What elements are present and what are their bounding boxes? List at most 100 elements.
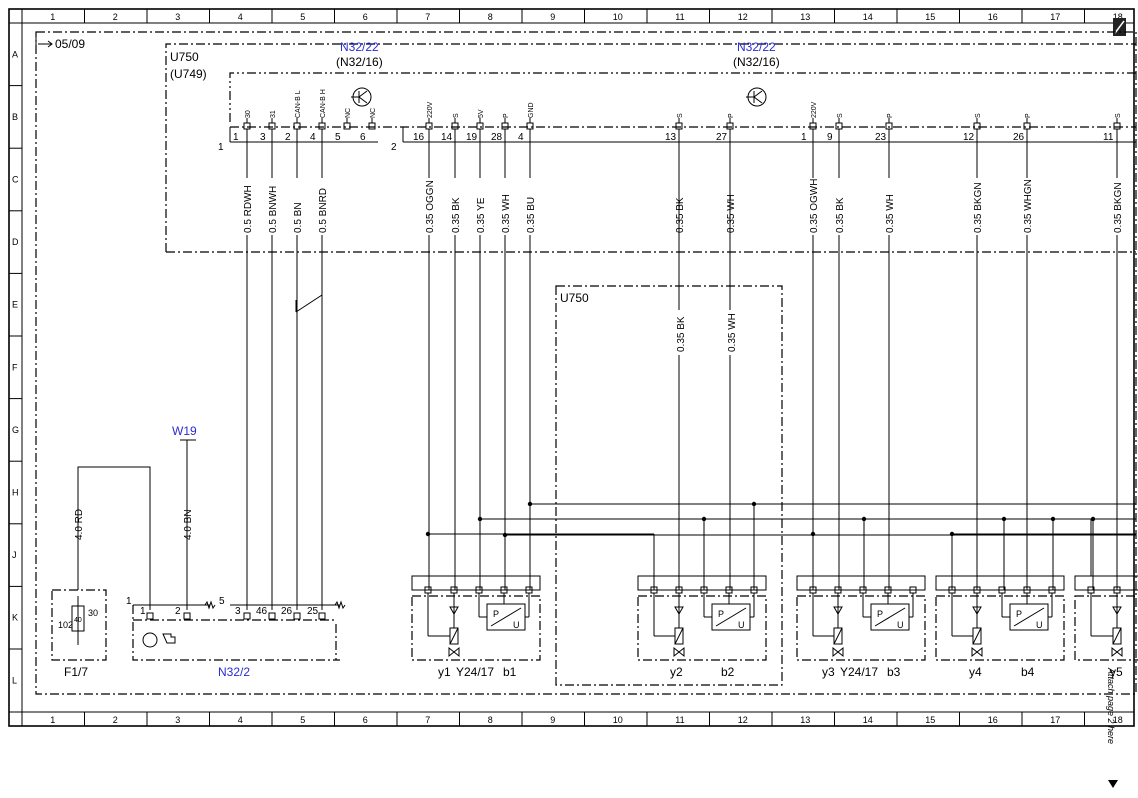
pin-number: 9 <box>827 132 833 143</box>
grid-col-6: 6 <box>363 12 368 22</box>
grid-col-5: 5 <box>300 12 305 22</box>
grid-col-13: 13 <box>800 12 810 22</box>
n32-2-box: 1 5 <box>126 596 346 661</box>
n32-16-left-label: (N32/16) <box>336 55 383 69</box>
svg-text:30: 30 <box>88 608 98 618</box>
pin-number: 19 <box>466 132 478 143</box>
wire-label: 0.35 OGGN <box>425 180 436 233</box>
diagram-frame <box>8 8 1135 727</box>
pin-number: 28 <box>491 132 503 143</box>
wire-label-bk-lower: 0.35 BK <box>676 316 687 352</box>
grid-row-F: F <box>12 362 18 372</box>
wire-label: 0.35 OGWH <box>809 179 820 233</box>
wire-label: 0.5 BNWH <box>268 186 279 233</box>
wire-label: 0.35 BK <box>451 197 462 233</box>
pin-number: 11 <box>1103 132 1114 143</box>
u750-box <box>165 43 1136 252</box>
pin-14: S 9 0.35 BK <box>827 113 846 590</box>
module-3-mid: Y24/17 <box>840 665 878 679</box>
grid-row-H: H <box>12 488 19 498</box>
pin-label: 220V <box>427 101 434 118</box>
wire-label: 0.35 BK <box>835 197 846 233</box>
pin-number: 4 <box>310 132 316 143</box>
grid-col-15: 15 <box>925 12 935 22</box>
wire-label: 0.5 RDWH <box>243 185 254 233</box>
module-1: PU <box>411 575 541 661</box>
sensor-p: P <box>877 609 883 619</box>
pin-number: 6 <box>360 132 366 143</box>
n32-2-pin-3: 3 <box>235 606 251 620</box>
wire-label: 0.35 WH <box>501 194 512 233</box>
bus-lines <box>428 503 1136 590</box>
n32-22-box <box>229 72 1136 122</box>
wire-label-4-bn: 4.0 BN <box>183 509 194 540</box>
pin-number: 14 <box>441 132 453 143</box>
hand-pointer-icon <box>162 633 176 644</box>
twisted-pair-mark <box>295 287 323 313</box>
down-arrow-icon <box>1108 780 1118 788</box>
pin-number: 1 <box>801 132 807 143</box>
grid-col-7: 7 <box>425 12 430 22</box>
pin-label: P <box>503 113 510 118</box>
pin-3: CAN-B H40.5 BNRD <box>310 89 329 610</box>
sensor-p: P <box>718 609 724 619</box>
pin-label: S <box>975 113 982 118</box>
wire-label: 0.35 WH <box>885 194 896 233</box>
module-3-b: b3 <box>887 665 901 679</box>
wire-label: 0.35 BU <box>526 197 537 233</box>
wire-label: 0.35 YE <box>476 197 487 233</box>
pin-label: S <box>453 113 460 118</box>
grid-row-B: B <box>12 112 18 122</box>
module-1-mid: Y24/17 <box>456 665 494 679</box>
grid-col-14: 14 <box>863 12 873 22</box>
pin-label: S <box>1115 113 1122 118</box>
grid-col-bottom-7: 7 <box>425 715 430 725</box>
sensor-u: U <box>513 620 520 630</box>
pin-label: 31 <box>270 110 277 118</box>
wire-label: 0.5 BNRD <box>318 188 329 233</box>
connector-1-label: 1 <box>218 142 224 153</box>
pin-number: 5 <box>335 132 341 143</box>
u750-label: U750 <box>170 50 199 64</box>
u750-inner-label: U750 <box>560 291 589 305</box>
module-1-y: y1 <box>438 665 451 679</box>
grid-col-bottom-17: 17 <box>1050 715 1060 725</box>
control-unit-icon-3 <box>142 632 158 648</box>
wire-label: 0.35 BKGN <box>973 182 984 233</box>
n32-22-left-label: N32/22 <box>340 40 379 54</box>
pin-label: P <box>728 113 735 118</box>
grid-col-bottom-13: 13 <box>800 715 810 725</box>
module-4-y: y4 <box>969 665 982 679</box>
module-3-y: y3 <box>822 665 835 679</box>
n32-16-right-label: (N32/16) <box>733 55 780 69</box>
pin-9: P 28 0.35 WH <box>491 113 512 590</box>
pin-number: 3 <box>260 132 266 143</box>
pin-label: S <box>837 113 844 118</box>
fuse-f1-7: 102 40 30 <box>51 589 107 661</box>
pin-number: 13 <box>665 132 677 143</box>
module-2: PU <box>637 575 767 661</box>
grid-col-bottom-16: 16 <box>988 715 998 725</box>
grid-col-bottom-10: 10 <box>613 715 623 725</box>
pin-label: NC <box>370 108 377 118</box>
svg-text:5: 5 <box>219 596 225 607</box>
grid-col-bottom-9: 9 <box>550 715 555 725</box>
ref-top: 05/09 <box>55 37 85 51</box>
module-2-y: y2 <box>670 665 683 679</box>
control-unit-icon-2 <box>746 87 767 107</box>
wire-label: 0.35 WHGN <box>1023 179 1034 233</box>
u749-label: (U749) <box>170 67 207 81</box>
n32-2-pin-25: 25 <box>307 606 326 620</box>
